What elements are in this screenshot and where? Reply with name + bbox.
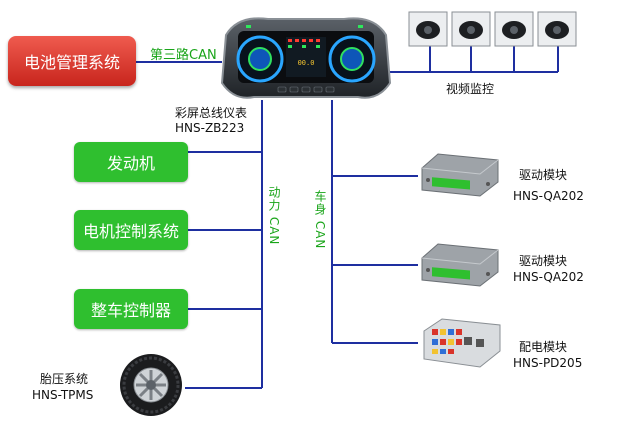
- battery-management-label: 电池管理系统: [23, 53, 120, 72]
- dashboard-model: HNS-ZB223: [175, 121, 245, 135]
- drive-module-image: [421, 153, 499, 197]
- body-can-label: 车身 CAN: [313, 190, 327, 250]
- drive-module-2-model: HNS-QA202: [513, 270, 584, 284]
- camera-icon: [537, 11, 577, 47]
- drive-module-image: [421, 243, 499, 287]
- camera-icon: [408, 11, 448, 47]
- video-label: 视频监控: [446, 82, 495, 96]
- distribution-module-name: 配电模块: [519, 340, 568, 354]
- can3-label: 第三路CAN: [150, 48, 217, 63]
- video-cameras: [408, 11, 577, 47]
- engine-label: 发动机: [106, 154, 155, 173]
- engine-box[interactable]: 发动机: [74, 142, 188, 182]
- motor-control-label: 电机控制系统: [82, 222, 179, 241]
- battery-management-box[interactable]: 电池管理系统: [8, 36, 136, 86]
- camera-icon: [451, 11, 491, 47]
- dashboard-name: 彩屏总线仪表: [175, 106, 248, 120]
- drive-module-1-model: HNS-QA202: [513, 189, 584, 203]
- dashboard-display: 00.0: [298, 59, 315, 67]
- dashboard-image[interactable]: 00.0: [218, 5, 394, 105]
- distribution-module-image: [423, 318, 501, 368]
- distribution-module-model: HNS-PD205: [513, 356, 583, 370]
- vehicle-controller-label: 整车控制器: [90, 301, 171, 320]
- camera-icon: [494, 11, 534, 47]
- motor-control-box[interactable]: 电机控制系统: [74, 210, 188, 250]
- tire-name: 胎压系统: [40, 372, 89, 386]
- drive-module-1-name: 驱动模块: [519, 168, 568, 182]
- drive-module-2-name: 驱动模块: [519, 254, 568, 268]
- power-can-label: 动力 CAN: [267, 186, 281, 246]
- vehicle-controller-box[interactable]: 整车控制器: [74, 289, 188, 329]
- tire-icon: [120, 354, 182, 416]
- tire-model: HNS-TPMS: [32, 388, 94, 402]
